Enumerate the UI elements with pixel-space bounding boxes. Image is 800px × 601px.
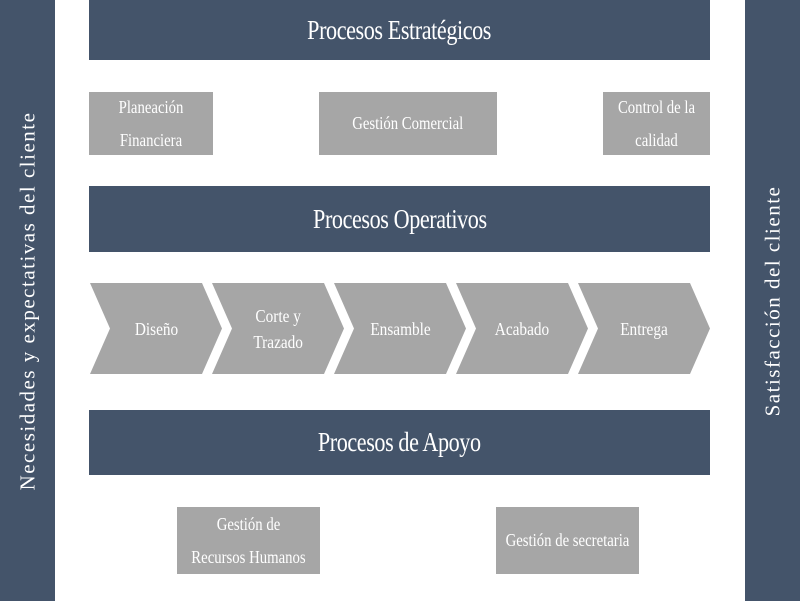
- support-box-recursos-humanos: Gestión de Recursos Humanos: [177, 507, 320, 574]
- left-sidebar-customer-needs: Necesidades y expectativas del cliente: [0, 0, 55, 601]
- operative-step-chevron: [578, 283, 710, 374]
- operative-step-text: Corte y Trazado: [253, 305, 303, 352]
- support-box-label: Gestión de secretaria: [505, 530, 630, 550]
- operative-step-label: Ensamble: [354, 283, 446, 374]
- strategic-processes-title: Procesos Estratégicos: [307, 14, 492, 45]
- strategic-box-label: Control de la calidad: [617, 96, 696, 150]
- operative-step-chevron: [456, 283, 588, 374]
- strategic-box-label: Planeación Financiera: [118, 96, 184, 150]
- strategic-processes-band: Procesos Estratégicos: [89, 0, 710, 60]
- operative-step-text: Acabado: [494, 318, 550, 339]
- strategic-box-gestion-comercial: Gestión Comercial: [319, 92, 497, 155]
- operative-step-label: Acabado: [476, 283, 568, 374]
- operative-processes-band: Procesos Operativos: [89, 186, 710, 252]
- operative-step-chevron: [212, 283, 344, 374]
- operative-step-label: Diseño: [110, 283, 202, 374]
- right-sidebar-customer-satisfaction: Satisfacción del cliente: [745, 0, 800, 601]
- strategic-box-control-calidad: Control de la calidad: [603, 92, 710, 155]
- operative-step-label: Entrega: [598, 283, 690, 374]
- strategic-box-planeacion-financiera: Planeación Financiera: [89, 92, 213, 155]
- support-processes-band: Procesos de Apoyo: [89, 410, 710, 475]
- operative-step-text: Ensamble: [369, 318, 431, 339]
- strategic-box-label: Gestión Comercial: [352, 113, 464, 133]
- operative-step-text: Entrega: [620, 318, 668, 339]
- operative-step-chevron: [90, 283, 222, 374]
- support-processes-title: Procesos de Apoyo: [318, 427, 481, 457]
- operative-processes-title: Procesos Operativos: [312, 203, 487, 234]
- support-box-gestion-secretaria: Gestión de secretaria: [496, 507, 639, 574]
- operative-step-text: Diseño: [134, 318, 178, 339]
- support-box-label: Gestión de Recursos Humanos: [191, 513, 306, 567]
- operative-step-chevron: [334, 283, 466, 374]
- operative-step-label: Corte y Trazado: [232, 283, 324, 374]
